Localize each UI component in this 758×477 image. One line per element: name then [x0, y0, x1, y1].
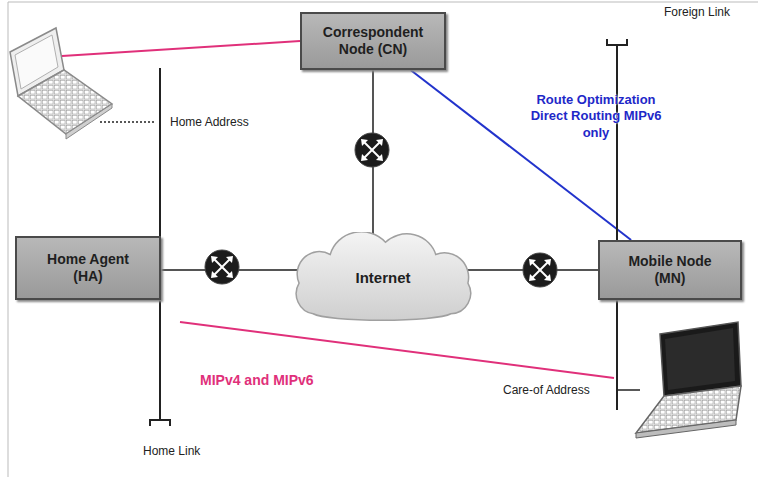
correspondent-node-box: Correspondent Node (CN): [300, 12, 446, 70]
node-text-group: Home Agent (HA): [35, 251, 141, 285]
home-laptop: [10, 28, 112, 139]
home-address-line: [100, 121, 156, 123]
address-label: Home Address: [170, 115, 249, 129]
foreign-laptop: [617, 322, 741, 438]
internet-cloud: Internet: [285, 232, 481, 324]
edge-label: Route Optimization Direct Routing MIPv6 …: [525, 92, 667, 141]
router-symbol: [205, 250, 239, 284]
address-label: Care-of Address: [503, 383, 590, 397]
mipv-tunnel-line: [180, 322, 614, 378]
link-label: Home Link: [143, 444, 200, 458]
frame-line: [8, 2, 9, 477]
node-label: Correspondent Node (CN): [320, 24, 426, 58]
node-text-group: Correspondent Node (CN): [320, 24, 426, 58]
node-text-group: Mobile Node (MN): [618, 253, 722, 287]
node-text-group: Internet: [355, 269, 410, 287]
protocol-label: MIPv4 and MIPv6: [200, 372, 314, 388]
node-label: Internet: [355, 269, 410, 287]
node-label: Home Agent (HA): [35, 251, 141, 285]
router-symbol: [355, 133, 389, 167]
node-label: Mobile Node (MN): [618, 253, 722, 287]
link-label: Foreign Link: [664, 5, 730, 19]
home-agent-box: Home Agent (HA): [15, 236, 161, 300]
router-symbol: [523, 253, 557, 287]
mipv4-line: [62, 41, 300, 56]
mobile-node-box: Mobile Node (MN): [598, 240, 742, 300]
frame-line: [8, 2, 758, 3]
